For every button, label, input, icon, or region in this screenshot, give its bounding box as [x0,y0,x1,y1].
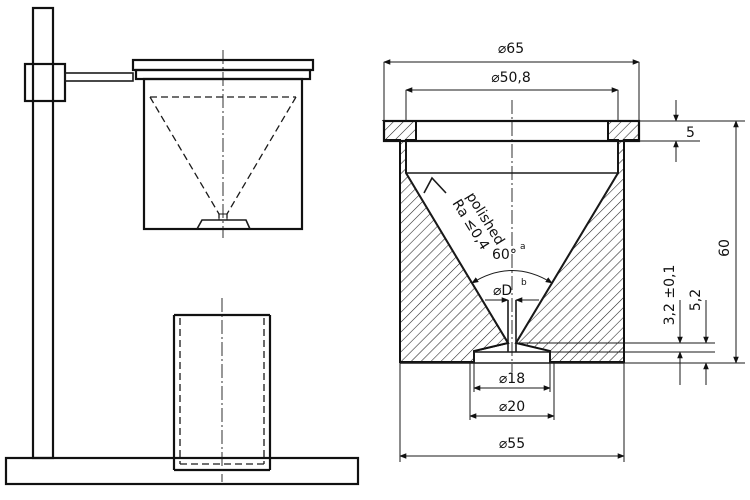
label-outer-diameter: ⌀65 [498,41,524,57]
label-outlet-18: ⌀18 [499,371,525,387]
label-outlet-height: 3,2 ±0,1 [662,265,678,326]
dimension-lines [383,59,745,462]
stand-assembly [4,6,360,486]
stand-base-plate [4,456,360,486]
stand-arm [64,72,134,82]
label-orifice-diameter: ⌀D [493,283,512,299]
label-angle: 60° [492,247,517,263]
label-base-diameter: ⌀55 [499,436,525,452]
label-recess-height: 5,2 [688,289,704,311]
label-angle-note: a [520,242,526,252]
funnel-side-view [131,50,315,238]
label-orifice-note: b [521,278,527,288]
label-total-height: 60 [717,239,733,257]
funnel-section-view [381,100,641,372]
label-flange-thickness: 5 [686,125,695,141]
receiving-cylinder [172,298,272,482]
stand-rod [31,6,55,460]
label-inner-diameter: ⌀50,8 [491,70,531,86]
label-outlet-20: ⌀20 [499,399,525,415]
stand-clamp [23,62,67,103]
